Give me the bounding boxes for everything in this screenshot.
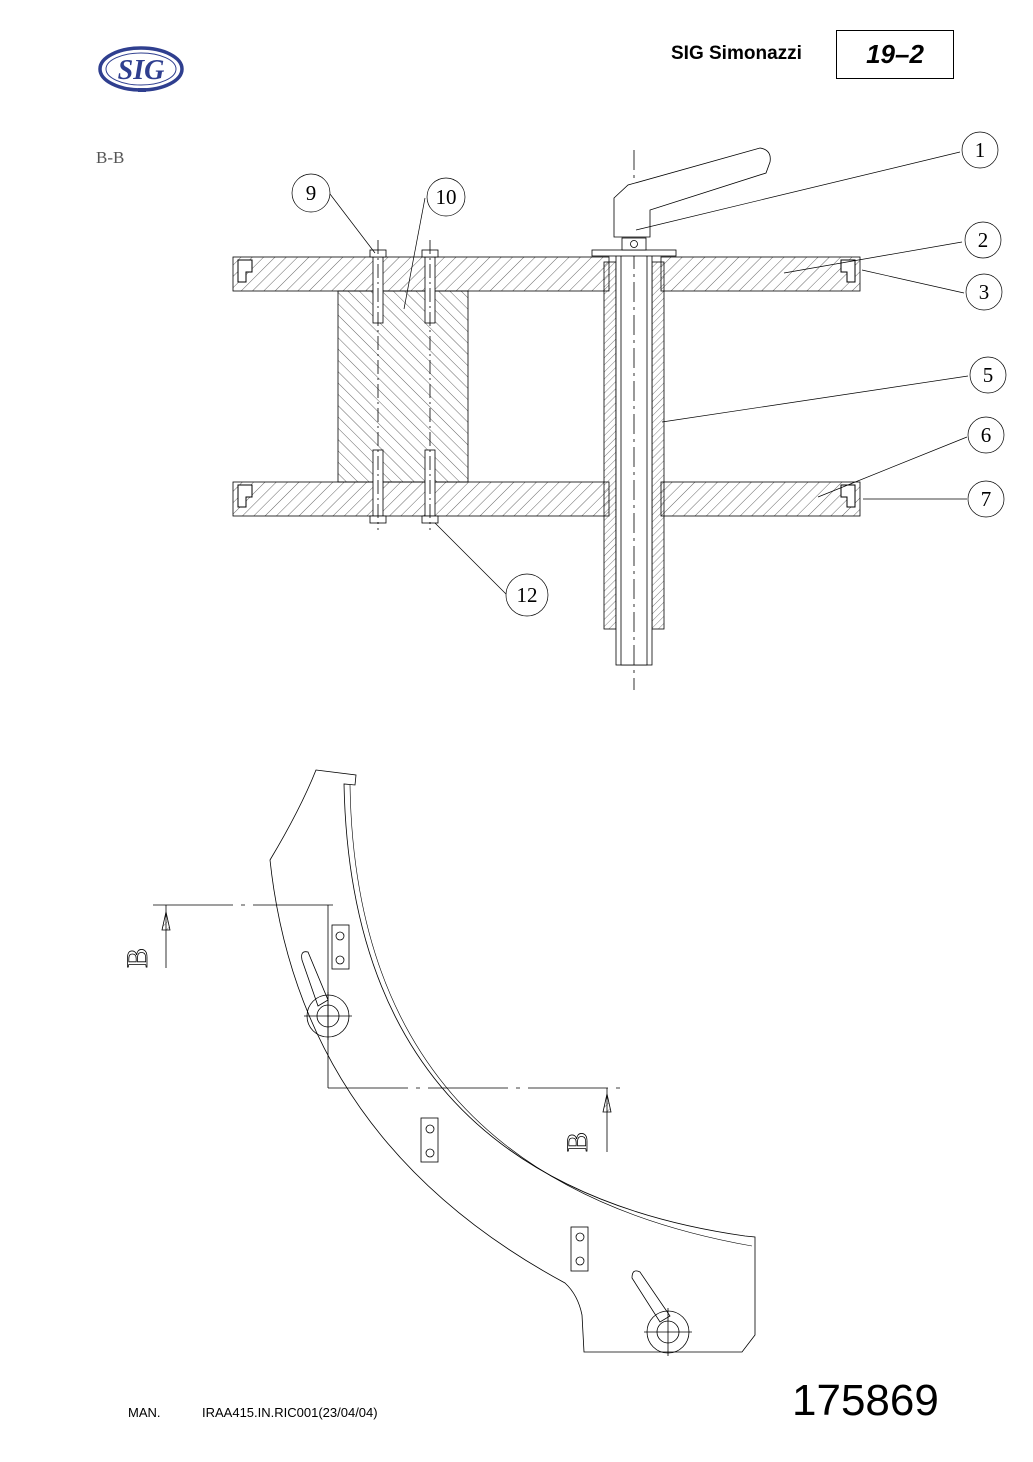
- callout-10: 10: [436, 185, 457, 209]
- manual-label: MAN.: [128, 1405, 161, 1420]
- corner-profiles: [237, 259, 856, 508]
- bolts: [369, 240, 439, 530]
- spacer-block: [337, 290, 469, 483]
- callout-2: 2: [978, 228, 989, 252]
- company-name: SIG Simonazzi: [671, 43, 802, 64]
- section-marker-right: B: [561, 1132, 594, 1152]
- document-reference: IRAA415.IN.RIC001(23/04/04): [202, 1405, 378, 1420]
- section-marker-left: B: [121, 948, 154, 968]
- callout-7: 7: [981, 487, 992, 511]
- drawing-number: 175869: [792, 1376, 939, 1425]
- callouts: [291, 131, 1007, 617]
- callout-5: 5: [983, 363, 994, 387]
- clamp-lever: [613, 147, 771, 238]
- plan-view: [153, 769, 756, 1356]
- section-label: B-B: [96, 148, 124, 167]
- bottom-plate: [232, 481, 861, 517]
- top-plate: [232, 256, 861, 292]
- callout-9: 9: [306, 181, 317, 205]
- callout-3: 3: [979, 280, 990, 304]
- shaft-assembly: [591, 150, 677, 690]
- page-code: 19–2: [836, 30, 954, 79]
- callout-1: 1: [975, 138, 986, 162]
- logo-text: SIG: [118, 55, 165, 86]
- callout-12: 12: [517, 583, 538, 607]
- callout-6: 6: [981, 423, 992, 447]
- sig-logo-icon: SIG: [98, 46, 184, 92]
